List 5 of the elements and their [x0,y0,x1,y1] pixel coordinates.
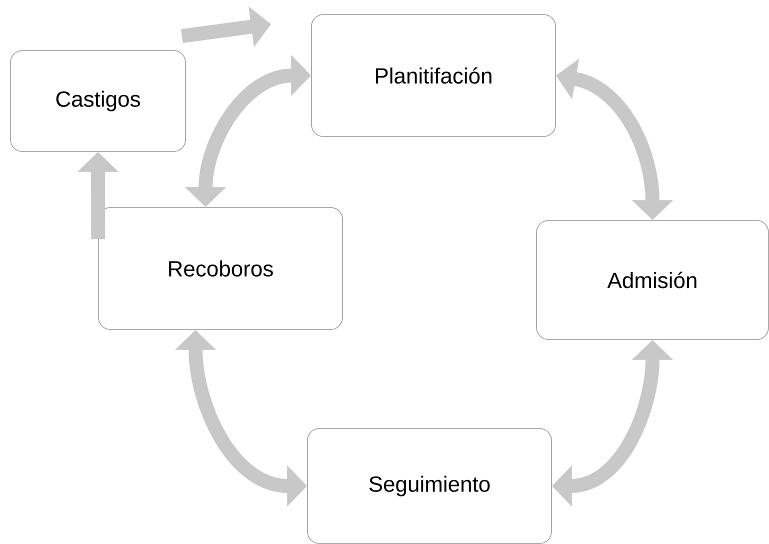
process-box: Planitifación [311,14,556,137]
process-box: Seguimiento [307,428,552,544]
process-box: Recoboros [98,207,343,330]
process-box: Admisión [536,220,769,340]
process-box: Castigos [10,50,186,152]
